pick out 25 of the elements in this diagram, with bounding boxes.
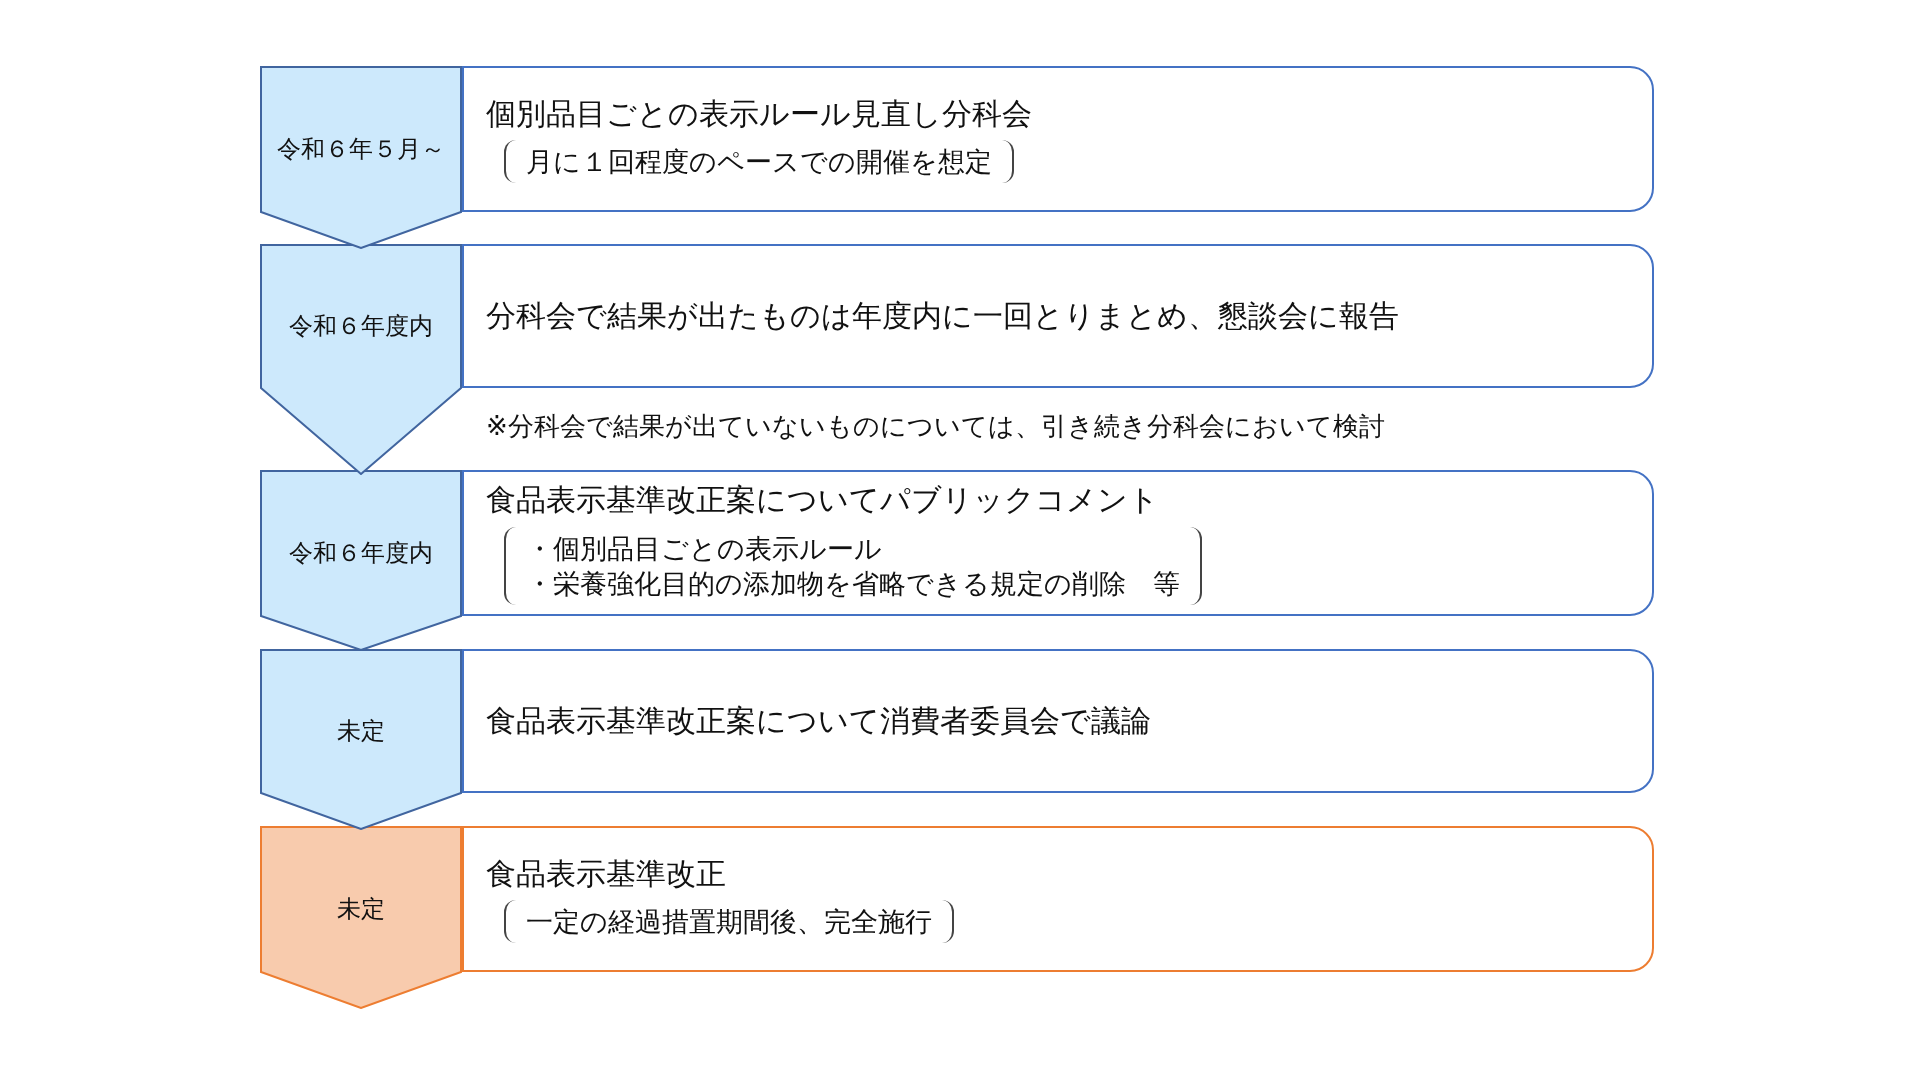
- chevron-step: [260, 470, 462, 651]
- step-heading: 食品表示基準改正: [486, 854, 726, 893]
- step-heading: 分科会で結果が出たものは年度内に一回とりまとめ、懇談会に報告: [486, 297, 1399, 335]
- step-box: [462, 470, 1654, 616]
- bracketed-text: 一定の経過措置期間後、完全施行: [526, 905, 932, 940]
- bracketed-text: ・個別品目ごとの表示ルール: [526, 531, 882, 566]
- period-label: 令和６年５月～: [277, 134, 445, 165]
- bracketed-text: 月に１回程度のペースでの開催を想定: [526, 145, 992, 180]
- period-label: 未定: [337, 894, 385, 925]
- step-box: [462, 649, 1654, 793]
- period-label: 令和６年度内: [289, 538, 433, 569]
- chevron-step: [260, 649, 462, 830]
- note-text: ※分科会で結果が出ていないものについては、引き続き分科会において検討: [486, 410, 1385, 443]
- chevron-step: [260, 66, 462, 249]
- step-heading: 食品表示基準改正案について消費者委員会で議論: [486, 702, 1151, 740]
- period-label: 令和６年度内: [289, 311, 433, 342]
- bracketed-text: ・栄養強化目的の添加物を省略できる規定の削除 等: [526, 566, 1180, 601]
- step-heading: 個別品目ごとの表示ルール見直し分科会: [486, 94, 1032, 133]
- chevron-step: [260, 244, 462, 475]
- step-heading: 食品表示基準改正案についてパブリックコメント: [486, 481, 1159, 519]
- chevron-step: [260, 826, 462, 1009]
- step-box: [462, 66, 1654, 212]
- period-label: 未定: [337, 716, 385, 747]
- step-box: [462, 244, 1654, 388]
- step-box: [462, 826, 1654, 972]
